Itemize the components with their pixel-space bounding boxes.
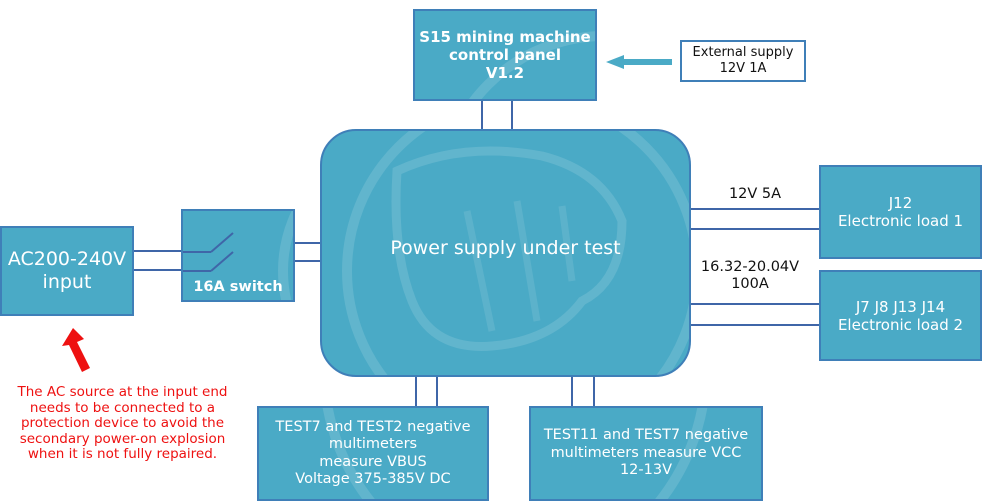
warning-note-line-5: when it is not fully repaired.: [27, 446, 218, 463]
control-panel-box: S15 mining machine control panel V1.2: [413, 9, 597, 101]
warning-note-line-1: The AC source at the input end: [17, 384, 228, 400]
ac-input-line-2: input: [42, 271, 92, 293]
wire-load2-1: [690, 303, 822, 305]
test-vbus-line-4: Voltage 375-385V DC: [295, 470, 451, 487]
test-vbus-line-3: measure VBUS: [319, 453, 427, 470]
load1-wire-label: 12V 5A: [728, 186, 782, 202]
load2-box: J7 J8 J13 J14 Electronic load 2: [819, 270, 982, 361]
test-vcc-line-1: TEST11 and TEST7 negative: [543, 427, 749, 444]
test-vcc-line-3: 12-13V: [619, 462, 673, 479]
external-supply-box: External supply 12V 1A: [680, 40, 806, 82]
switch-contacts-icon: [183, 232, 234, 272]
switch-box: 16A switch: [181, 209, 295, 302]
dut-label: Power supply under test: [390, 236, 621, 259]
watermark-fist-icon: [391, 146, 627, 351]
ac-input-box: AC200-240V input: [0, 226, 134, 316]
external-supply-line-1: External supply: [692, 45, 794, 61]
wire-test-vbus-2: [436, 374, 438, 408]
wire-switch-1: [272, 242, 322, 244]
wire-test-vcc-2: [593, 374, 595, 408]
load1-line-1: J12: [888, 194, 913, 212]
external-supply-arrow-icon: [606, 55, 672, 69]
warning-note-line-3: protection device to avoid the: [20, 415, 225, 432]
load2-wire-label-line-1: 16.32-20.04V: [700, 259, 800, 275]
load2-wire-label: 16.32-20.04V 100A: [690, 259, 810, 294]
control-panel-line-1: S15 mining machine: [419, 28, 591, 46]
load2-line-1: J7 J8 J13 J14: [855, 297, 946, 316]
wire-load2-2: [690, 324, 822, 326]
switch-label: 16A switch: [193, 278, 283, 295]
warning-arrow-icon: [62, 328, 90, 372]
test-vbus-box: TEST7 and TEST2 negative multimeters mea…: [257, 406, 489, 501]
wire-switch-2: [272, 260, 322, 262]
test-vcc-line-2: multimeters measure VCC: [550, 444, 742, 461]
test-vbus-line-1: TEST7 and TEST2 negative: [275, 418, 471, 435]
test-vcc-box: TEST11 and TEST7 negative multimeters me…: [529, 406, 763, 501]
warning-note: The AC source at the input end needs to …: [0, 384, 245, 463]
control-panel-line-3: V1.2: [485, 64, 525, 82]
ac-input-line-1: AC200-240V: [7, 248, 127, 271]
external-supply-line-2: 12V 1A: [719, 61, 767, 76]
dut-box: Power supply under test: [320, 129, 691, 377]
control-panel-line-2: control panel: [449, 46, 561, 64]
load1-line-2: Electronic load 1: [837, 212, 964, 230]
wire-control-panel-2: [511, 100, 513, 130]
wire-load1-2: [690, 228, 822, 230]
wire-load1-1: [690, 208, 822, 210]
wire-ac-2: [133, 269, 211, 271]
wire-test-vcc-1: [571, 374, 573, 408]
warning-note-line-4: secondary power-on explosion: [19, 430, 226, 447]
wire-control-panel-1: [481, 100, 483, 130]
wire-ac-1: [133, 250, 211, 252]
wire-test-vbus-1: [415, 374, 417, 408]
load2-line-2: Electronic load 2: [837, 315, 964, 334]
test-vbus-line-2: multimeters: [328, 436, 418, 453]
warning-note-line-2: needs to be connected to a: [29, 399, 216, 416]
load1-box: J12 Electronic load 1: [819, 165, 982, 259]
load2-wire-label-line-2: 100A: [731, 276, 769, 293]
